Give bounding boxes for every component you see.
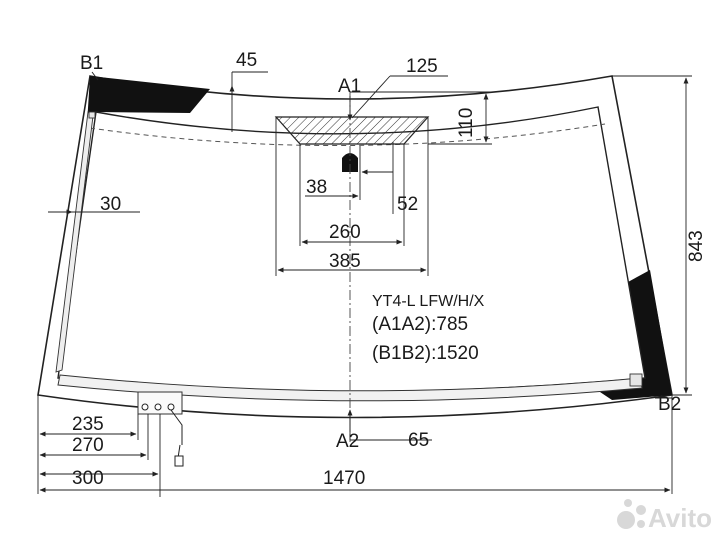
avito-watermark: Avito <box>617 499 712 533</box>
label-b2: B2 <box>658 394 681 415</box>
glass-inner-outline <box>57 106 646 393</box>
ceramic-corner-top-left <box>87 76 210 124</box>
sensor-hatched-area <box>274 116 430 145</box>
avito-watermark-text: Avito <box>648 503 712 533</box>
part-model-code: YT4-L LFW/H/X <box>372 293 485 310</box>
label-b1: B1 <box>80 53 103 74</box>
bottom-molding-strip <box>57 374 643 402</box>
a1a2-measure: (A1A2):785 <box>372 314 468 335</box>
left-strip-end <box>88 111 96 119</box>
label-a2: A2 <box>336 431 359 452</box>
label-a1: A1 <box>338 76 361 97</box>
dim-1470: 1470 <box>323 468 365 489</box>
dim-30: 30 <box>100 194 121 215</box>
dim-110: 110 <box>456 108 477 138</box>
dim-300: 300 <box>72 468 104 489</box>
dim-125: 125 <box>406 56 438 77</box>
dim-65: 65 <box>408 430 429 451</box>
vision-area-dashed-line <box>89 123 606 147</box>
avito-logo-icon <box>617 499 646 529</box>
dim-52: 52 <box>397 194 418 215</box>
dim-235: 235 <box>72 414 104 435</box>
dim-45: 45 <box>236 50 257 71</box>
dim-385: 385 <box>329 251 361 272</box>
dim-38: 38 <box>306 177 327 198</box>
right-strip-end <box>629 373 643 387</box>
b1b2-measure: (B1B2):1520 <box>372 343 479 364</box>
dim-260: 260 <box>329 222 361 243</box>
sensor-mount <box>342 153 358 172</box>
dim-843: 843 <box>686 230 707 262</box>
heater-connectors <box>137 391 184 467</box>
dim-270: 270 <box>72 435 104 456</box>
